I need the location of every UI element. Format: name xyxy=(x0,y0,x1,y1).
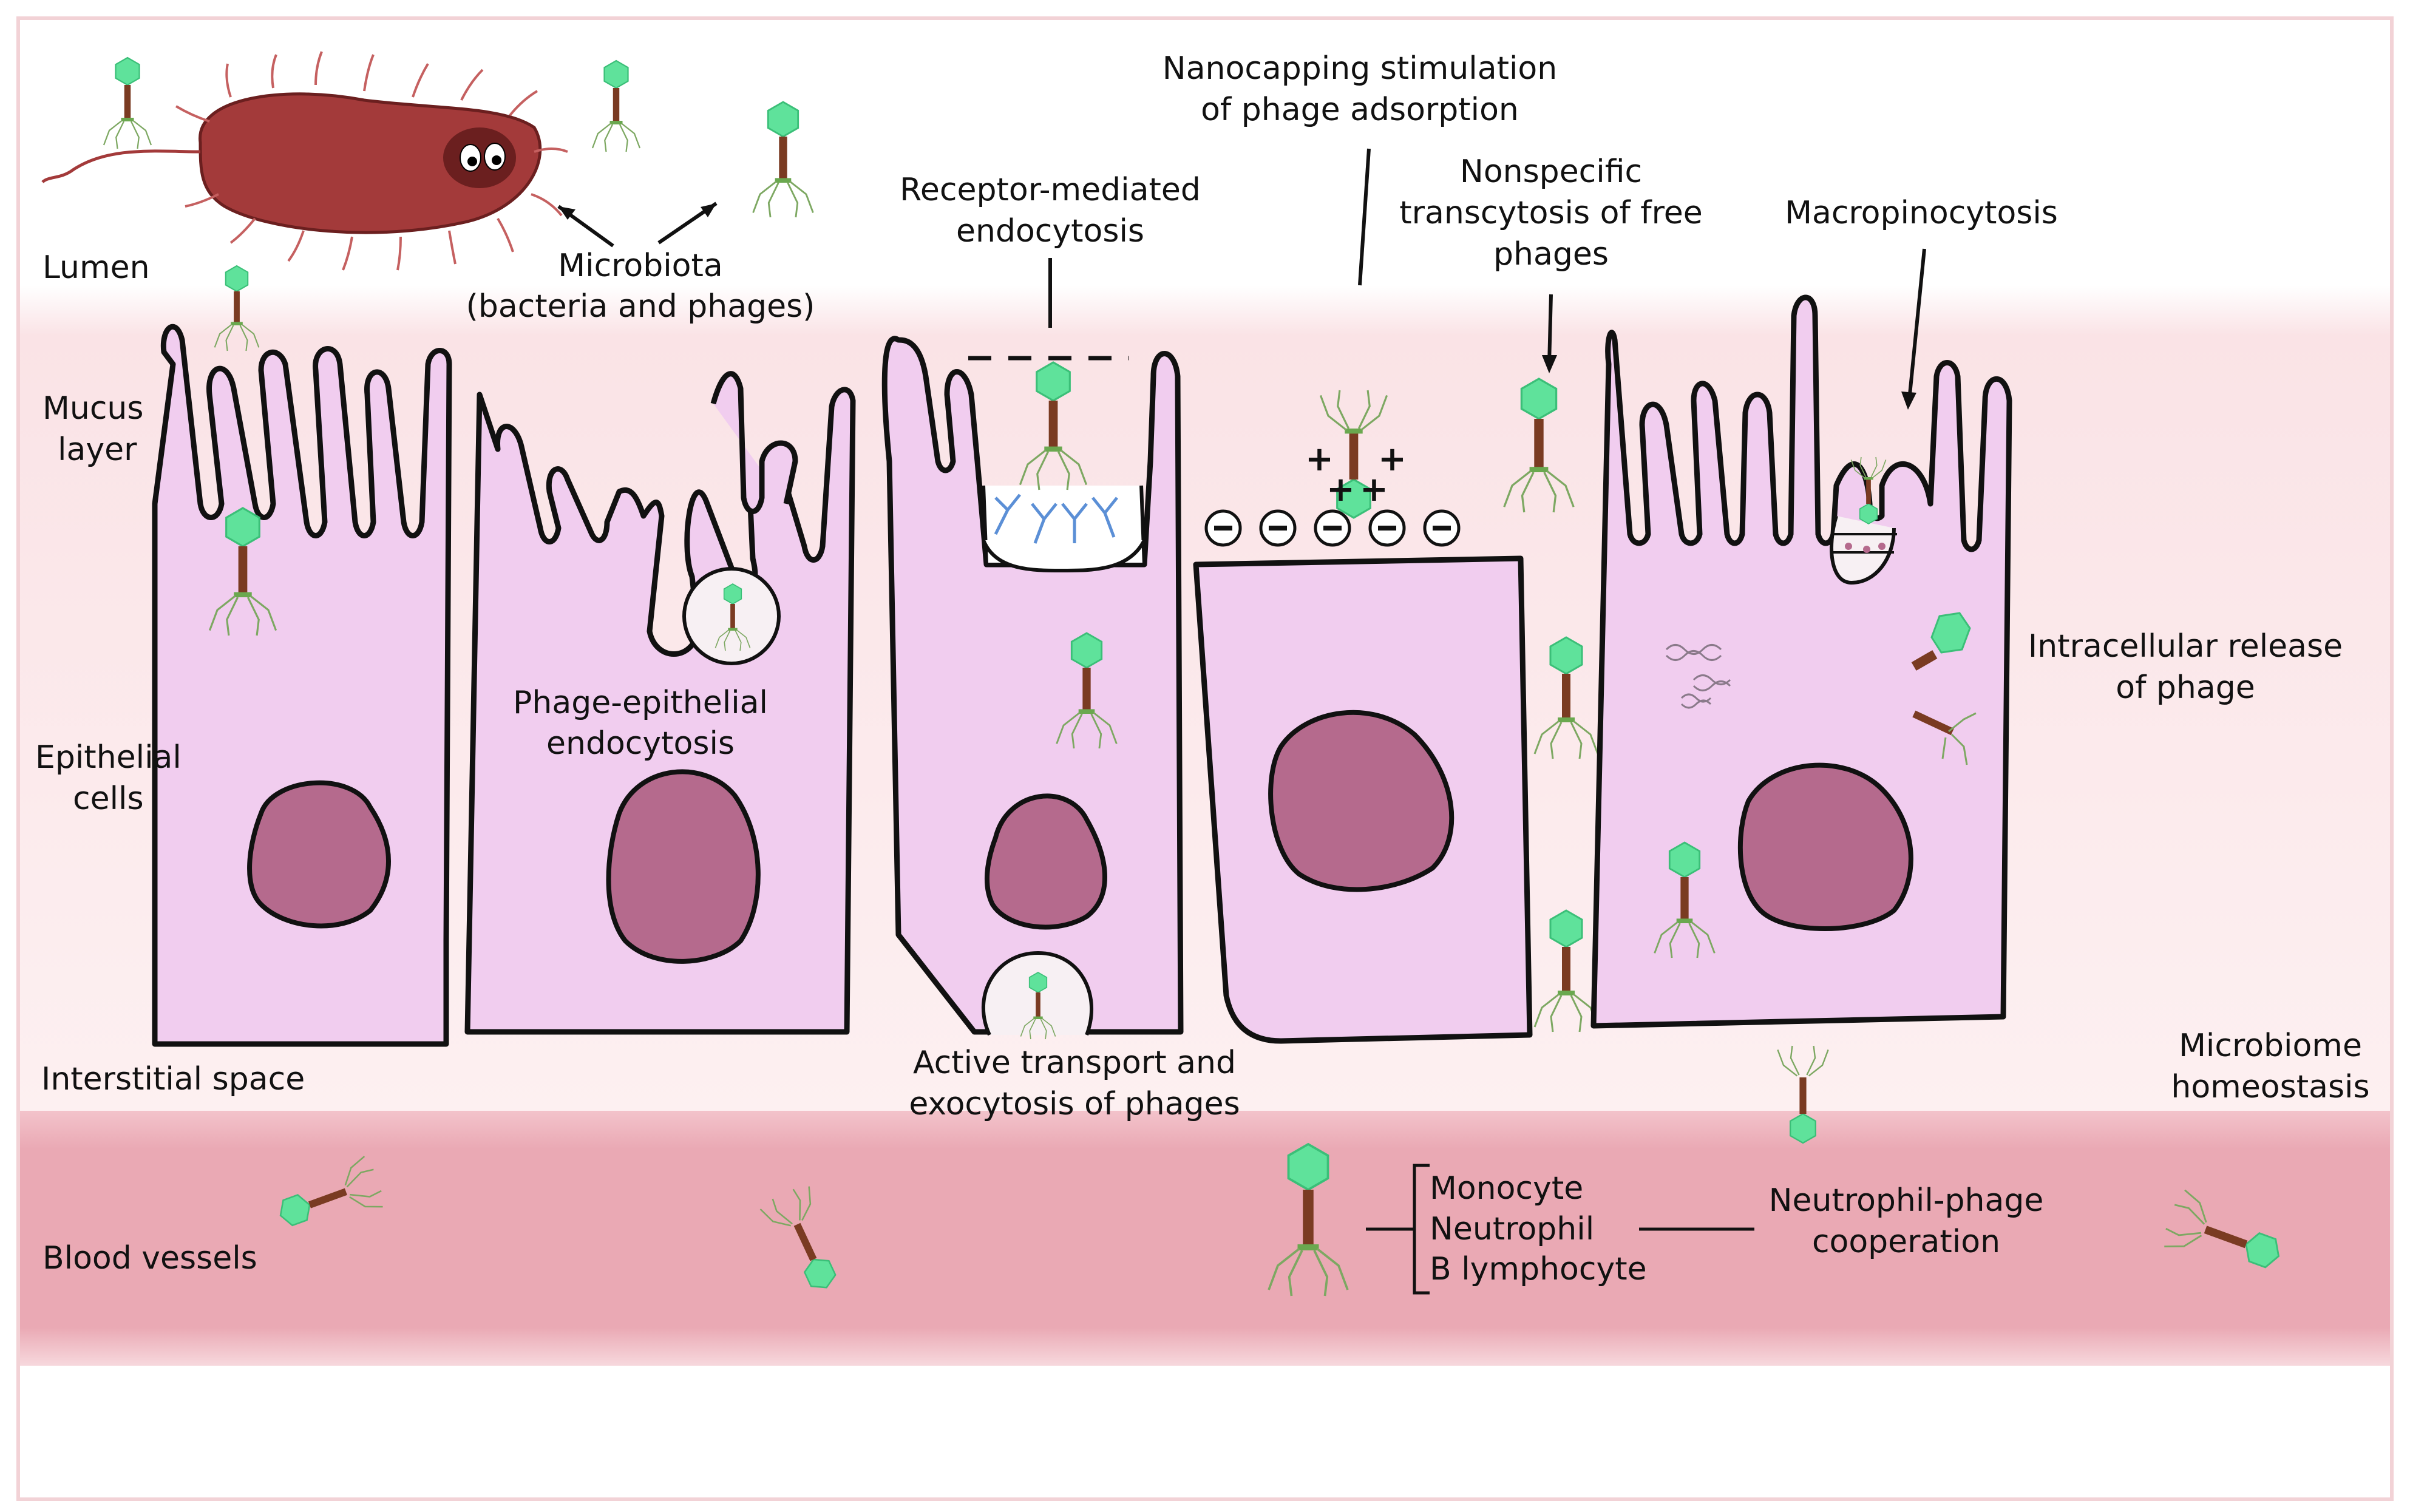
phage-icon xyxy=(759,1186,837,1289)
blood-vessel-band xyxy=(18,1111,2392,1366)
label-neutrophil: Neutrophil xyxy=(1430,1211,1594,1247)
label-intracellular-release: of phage xyxy=(2116,670,2255,706)
phage-head-released-icon xyxy=(1911,612,1971,671)
arrowhead xyxy=(701,203,716,217)
negative-charges xyxy=(1204,509,1461,547)
label-active-transport: Active transport and xyxy=(913,1045,1236,1081)
label-interstitial-space: Interstitial space xyxy=(41,1061,305,1097)
epithelial-cell-3 xyxy=(881,336,1184,1040)
phage-icon xyxy=(1777,1045,1829,1144)
epithelial-cell-5 xyxy=(1590,294,2012,1029)
pointer-nanocapping xyxy=(1358,148,1371,286)
plus-charge: + xyxy=(1305,439,1334,479)
phage-icon xyxy=(1319,390,1388,519)
epithelial-cell-4 xyxy=(1193,555,1533,1044)
label-active-transport: exocytosis of phages xyxy=(909,1086,1240,1122)
label-monocyte: Monocyte xyxy=(1430,1170,1583,1207)
bacterium-icon xyxy=(41,51,568,271)
dna-fragment-icon xyxy=(1665,644,1731,709)
epithelial-cell-1 xyxy=(152,324,452,1047)
phage-icon xyxy=(279,1156,383,1227)
label-blood-vessels: Blood vessels xyxy=(42,1240,257,1276)
label-mucus-layer: Mucus xyxy=(42,390,143,427)
label-nonspecific-transcytosis: phages xyxy=(1493,236,1609,273)
label-receptor-mediated: endocytosis xyxy=(956,213,1144,249)
label-nonspecific-transcytosis: transcytosis of free xyxy=(1399,195,1703,231)
pointer-nonspecific xyxy=(1547,294,1553,365)
label-microbiota: (bacteria and phages) xyxy=(466,288,815,325)
label-b-lymphocyte: B lymphocyte xyxy=(1430,1251,1647,1287)
plus-charge: + xyxy=(1326,470,1355,509)
pointer-macropinocytosis xyxy=(1907,248,1926,401)
plus-charge: + xyxy=(1360,470,1388,509)
label-neutrophil-phage-cooperation: Neutrophil-phage xyxy=(1769,1182,2044,1219)
plus-charge: + xyxy=(1378,439,1407,479)
label-phage-epithelial-endocytosis: Phage-epithelial xyxy=(513,685,768,721)
label-nanocapping: Nanocapping stimulation xyxy=(1163,50,1557,87)
arrowhead xyxy=(558,206,575,220)
label-mucus-layer: layer xyxy=(58,432,137,468)
label-lumen: Lumen xyxy=(42,249,150,286)
label-microbiome-homeostasis: homeostasis xyxy=(2171,1069,2369,1105)
phage-tail-fragment-icon xyxy=(1912,710,1977,765)
arrowhead xyxy=(1901,392,1916,410)
arrowhead xyxy=(1542,355,1557,373)
label-microbiome-homeostasis: Microbiome xyxy=(2179,1028,2362,1064)
label-receptor-mediated: Receptor-mediated xyxy=(900,172,1201,208)
label-epithelial-cells: cells xyxy=(73,781,144,817)
epithelial-cell-2 xyxy=(464,371,856,1035)
label-nonspecific-transcytosis: Nonspecific xyxy=(1460,154,1642,190)
label-macropinocytosis: Macropinocytosis xyxy=(1785,195,2058,231)
label-intracellular-release: Intracellular release xyxy=(2028,628,2343,665)
label-phage-epithelial-endocytosis: endocytosis xyxy=(546,725,735,762)
label-nanocapping: of phage adsorption xyxy=(1201,92,1519,128)
frame xyxy=(16,16,2394,1501)
label-epithelial-cells: Epithelial xyxy=(35,739,182,776)
antibody-receptor-icon xyxy=(994,493,1118,544)
label-microbiota: Microbiota xyxy=(558,248,722,284)
phage-icon xyxy=(2164,1189,2280,1269)
label-neutrophil-phage-cooperation: cooperation xyxy=(1812,1224,2000,1260)
